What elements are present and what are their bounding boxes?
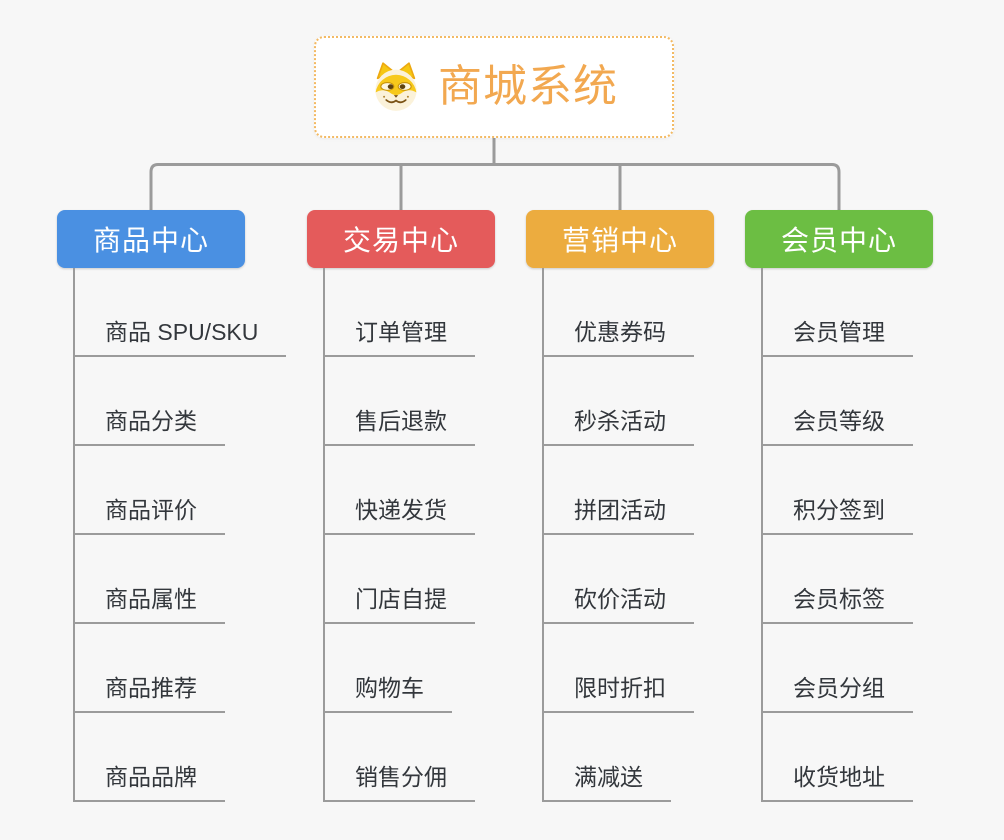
root-title: 商城系统	[438, 62, 618, 111]
leaf-node[interactable]: 优惠券码	[544, 268, 694, 357]
leaf-node[interactable]: 商品属性	[75, 535, 225, 624]
branch-header-trade-center[interactable]: 交易中心	[307, 210, 495, 268]
leaf-node[interactable]: 限时折扣	[544, 624, 694, 713]
branch-trade-center: 交易中心 订单管理 售后退款 快递发货 门店自提 购物车 销售分佣	[307, 210, 557, 802]
leaf-node[interactable]: 门店自提	[325, 535, 475, 624]
branch-product-center: 商品中心 商品 SPU/SKU 商品分类 商品评价 商品属性 商品推荐 商品品牌	[57, 210, 307, 802]
branch-label: 商品中心	[92, 225, 209, 256]
leaf-node[interactable]: 购物车	[325, 624, 452, 713]
branch-marketing-center: 营销中心 优惠券码 秒杀活动 拼团活动 砍价活动 限时折扣 满减送	[526, 210, 776, 802]
leaf-node[interactable]: 收货地址	[763, 713, 913, 802]
leaf-node[interactable]: 积分签到	[763, 446, 913, 535]
branch-member-center: 会员中心 会员管理 会员等级 积分签到 会员标签 会员分组 收货地址	[745, 210, 995, 802]
leaf-node[interactable]: 会员标签	[763, 535, 913, 624]
branch-label: 会员中心	[780, 225, 897, 256]
branch-leaf-list: 商品 SPU/SKU 商品分类 商品评价 商品属性 商品推荐 商品品牌	[73, 268, 287, 802]
branch-label: 交易中心	[342, 225, 459, 256]
leaf-node[interactable]: 砍价活动	[544, 535, 694, 624]
leaf-node[interactable]: 会员分组	[763, 624, 913, 713]
leaf-node[interactable]: 快递发货	[325, 446, 475, 535]
leaf-node[interactable]: 会员等级	[763, 357, 913, 446]
leaf-node[interactable]: 秒杀活动	[544, 357, 694, 446]
dog-icon	[370, 61, 422, 113]
branch-leaf-list: 会员管理 会员等级 积分签到 会员标签 会员分组 收货地址	[761, 268, 913, 802]
branch-header-member-center[interactable]: 会员中心	[745, 210, 933, 268]
leaf-node[interactable]: 售后退款	[325, 357, 475, 446]
leaf-node[interactable]: 满减送	[544, 713, 671, 802]
branch-label: 营销中心	[561, 225, 678, 256]
branch-header-marketing-center[interactable]: 营销中心	[526, 210, 714, 268]
branch-leaf-list: 订单管理 售后退款 快递发货 门店自提 购物车 销售分佣	[323, 268, 475, 802]
leaf-node[interactable]: 拼团活动	[544, 446, 694, 535]
leaf-node[interactable]: 商品推荐	[75, 624, 225, 713]
root-node[interactable]: 商城系统	[314, 36, 674, 138]
leaf-node[interactable]: 商品分类	[75, 357, 225, 446]
leaf-node[interactable]: 会员管理	[763, 268, 913, 357]
branch-leaf-list: 优惠券码 秒杀活动 拼团活动 砍价活动 限时折扣 满减送	[542, 268, 694, 802]
leaf-node[interactable]: 订单管理	[325, 268, 475, 357]
leaf-node[interactable]: 销售分佣	[325, 713, 475, 802]
leaf-node[interactable]: 商品评价	[75, 446, 225, 535]
leaf-node[interactable]: 商品品牌	[75, 713, 225, 802]
outer-bracket-line	[149, 163, 841, 210]
leaf-node[interactable]: 商品 SPU/SKU	[75, 268, 287, 357]
branch-header-product-center[interactable]: 商品中心	[57, 210, 245, 268]
